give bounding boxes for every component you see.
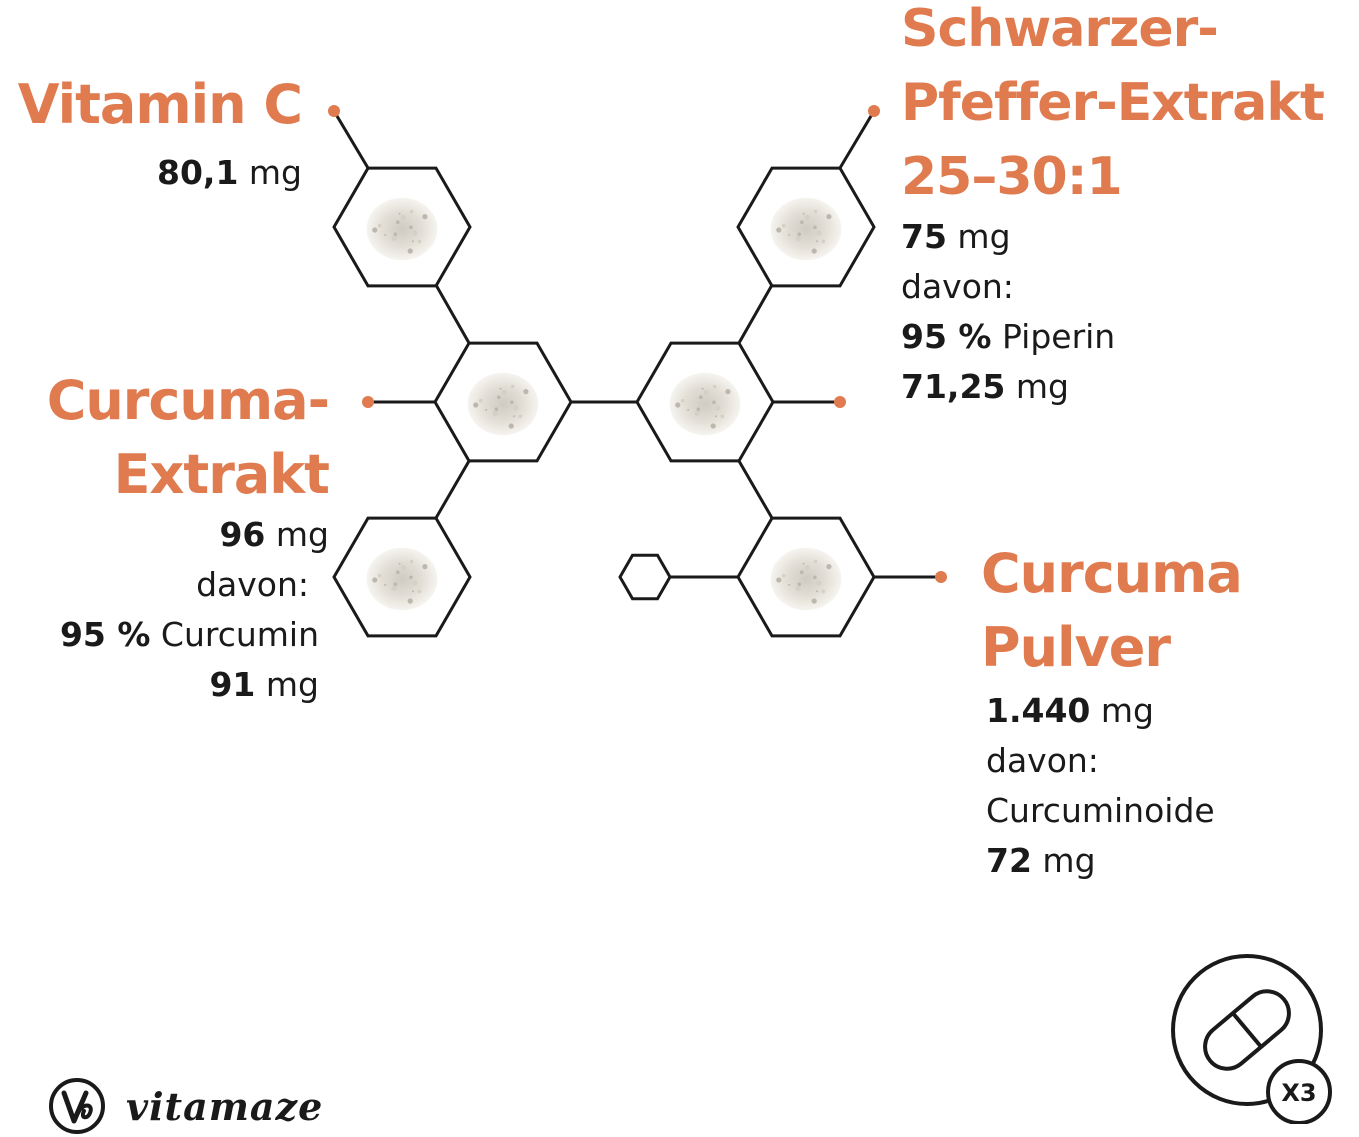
curcuma-pulver-share: Curcuminoide xyxy=(986,791,1215,830)
connector-dot xyxy=(868,105,880,117)
brand: vitamaze xyxy=(48,1077,323,1135)
hex-pfeffer-core xyxy=(635,341,775,463)
schwarzer-pfeffer-title: Schwarzer- Pfeffer-Extrakt 25–30:1 xyxy=(901,0,1325,207)
powder-image xyxy=(366,197,438,261)
powder-image xyxy=(366,547,438,611)
curcuma-extrakt-amount: 96 mg xyxy=(219,515,329,554)
schwarzer-pfeffer-amount: 75 mg xyxy=(901,217,1011,256)
connector-dot xyxy=(328,105,340,117)
curcuma-extrakt-title: Curcuma- Extrakt xyxy=(46,369,330,506)
badge-count-text: X3 xyxy=(1281,1079,1316,1107)
vitamaze-logo-icon xyxy=(49,1078,105,1134)
curcuma-pulver-share-amount: 72 mg xyxy=(986,841,1096,880)
bond-line xyxy=(332,110,370,169)
vitamin-c-info: 80,1 mg xyxy=(157,148,302,198)
hex-curcuma-extrakt-core xyxy=(433,341,573,463)
hex-schwarzer-pfeffer xyxy=(736,166,876,288)
hex-vitamin-c xyxy=(332,166,472,288)
powder-image xyxy=(770,547,842,611)
bond-line xyxy=(838,110,876,169)
schwarzer-pfeffer-info: 75 mg davon: 95 % Piperin 71,25 mg xyxy=(901,212,1115,412)
schwarzer-pfeffer-of-which: davon: xyxy=(901,267,1014,306)
powder-image xyxy=(669,372,741,436)
hex-small xyxy=(618,553,672,601)
curcuma-extrakt-share-amount: 91 mg xyxy=(209,665,319,704)
schwarzer-pfeffer-share: 95 % Piperin xyxy=(901,317,1116,356)
powder-image xyxy=(770,197,842,261)
bond-line xyxy=(434,460,471,519)
hex-curcuma-pulver xyxy=(736,516,876,638)
connector-dot xyxy=(362,396,374,408)
hex-curcuma-extrakt xyxy=(332,516,472,638)
vitamin-c-amount: 80,1 mg xyxy=(156,153,302,192)
curcuma-extrakt-info: 96 mg davon: 95 % Curcumin 91 mg xyxy=(59,510,329,710)
curcuma-pulver-info: 1.440 mg davon: Curcuminoide 72 mg xyxy=(986,686,1215,886)
bond-line xyxy=(737,284,774,344)
brand-name: vitamaze xyxy=(126,1083,324,1129)
curcuma-pulver-of-which: davon: xyxy=(986,741,1099,780)
curcuma-pulver-amount: 1.440 mg xyxy=(986,691,1154,730)
curcuma-pulver-title: Curcuma Pulver xyxy=(981,542,1243,679)
bond-line xyxy=(737,460,774,519)
schwarzer-pfeffer-share-amount: 71,25 mg xyxy=(901,367,1069,406)
powder-image xyxy=(467,372,539,436)
capsule-icon xyxy=(1203,989,1291,1071)
connector-dot xyxy=(935,571,947,583)
curcuma-extrakt-of-which: davon: xyxy=(196,565,309,604)
capsule-count-badge: X3 xyxy=(1165,952,1337,1128)
badge-count-circle xyxy=(1266,1059,1332,1125)
curcuma-extrakt-share: 95 % Curcumin xyxy=(59,615,319,654)
vitamin-c-title: Vitamin C xyxy=(17,73,303,136)
bond-line xyxy=(434,284,471,344)
connector-dot xyxy=(834,396,846,408)
